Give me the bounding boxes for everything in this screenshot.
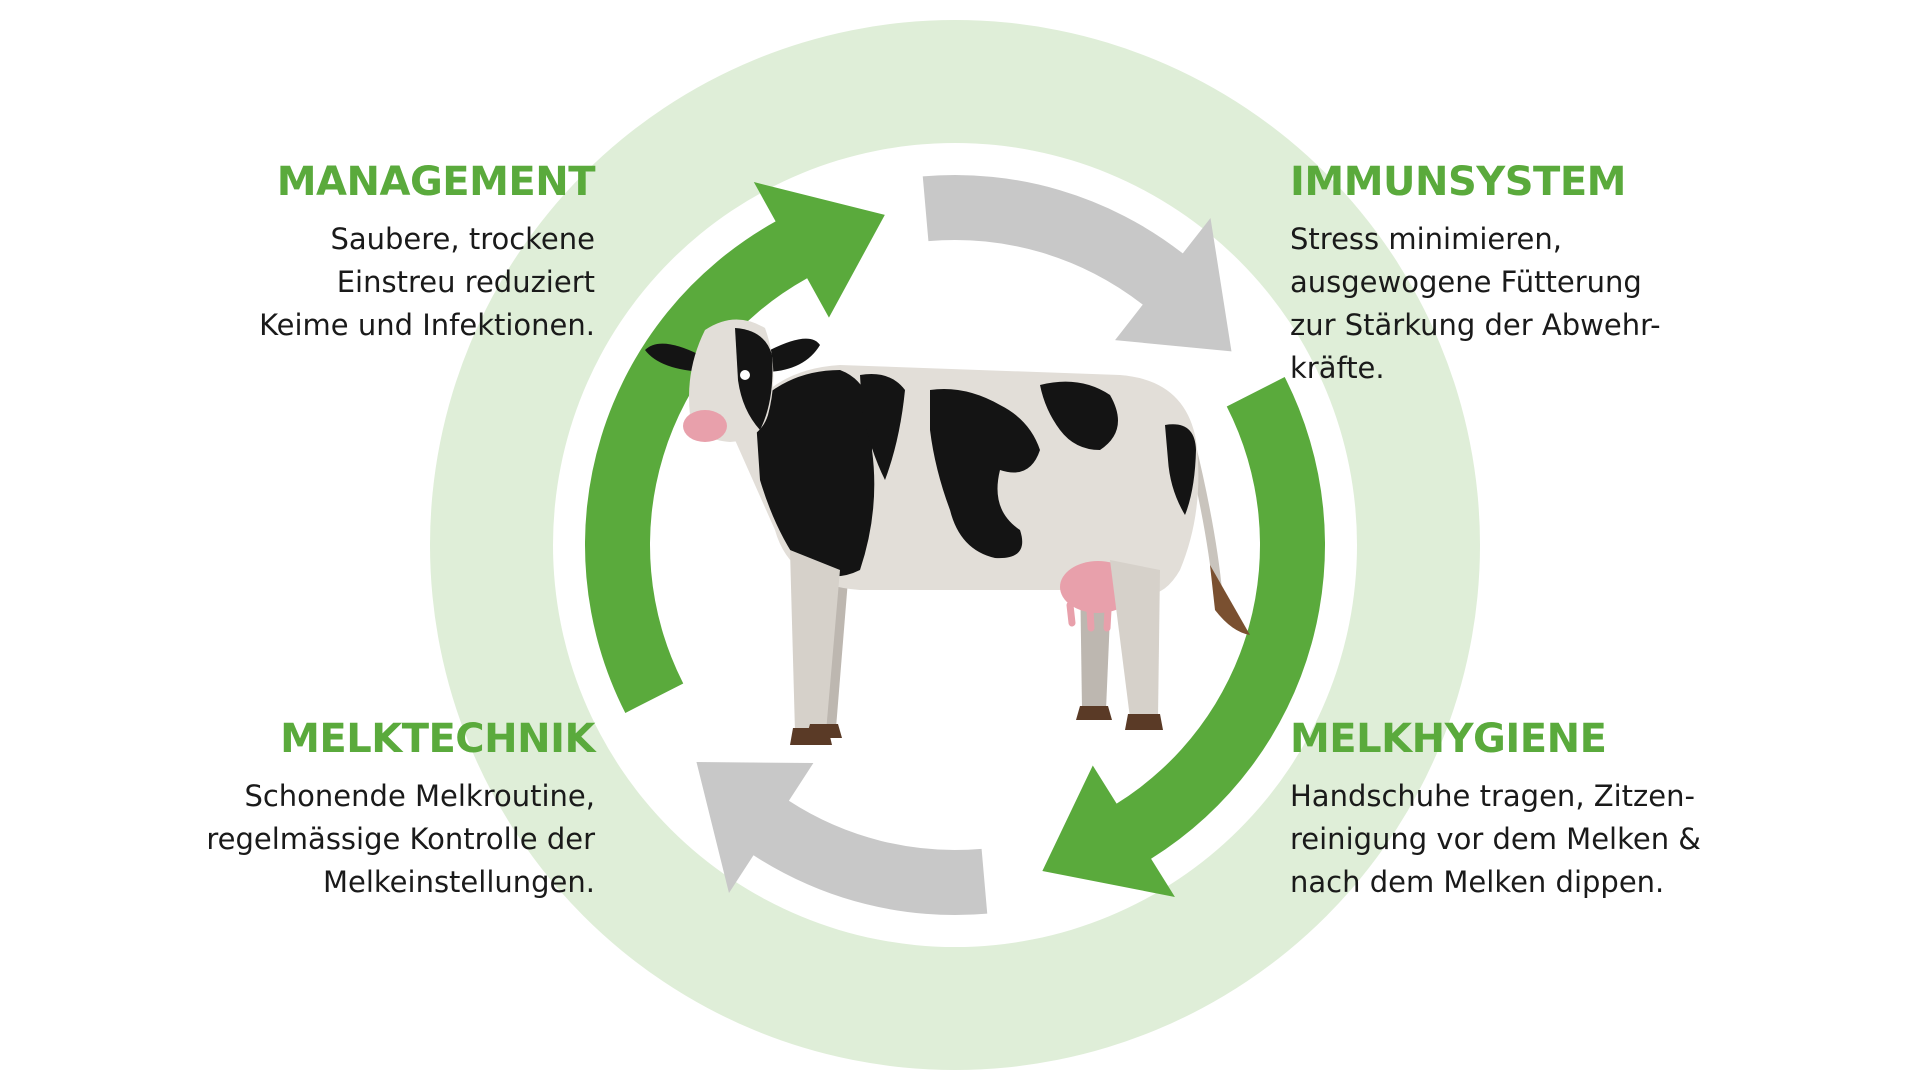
cow-tail-tuft (1210, 565, 1250, 635)
gray-arrow-bottom (922, 174, 1232, 352)
cycle-arrows (584, 174, 1325, 915)
holstein-cow-icon (645, 319, 1250, 745)
cow-eye (740, 370, 750, 380)
melkhygiene-text: Handschuhe tragen, Zitzen- reinigung vor… (1290, 779, 1701, 899)
cow-patch-back (1040, 381, 1118, 450)
cow-leg-front-near (790, 550, 840, 732)
cow-head-patch (735, 328, 773, 430)
cow-patch-mid (930, 389, 1040, 559)
gray-arrow-top (696, 761, 988, 915)
cow-patch-shoulder (755, 370, 875, 577)
management-title: MANAGEMENT (276, 159, 596, 205)
immunsystem-title: IMMUNSYSTEM (1290, 159, 1626, 205)
panel-immunsystem: IMMUNSYSTEM Stress minimieren, ausgewoge… (1290, 160, 1810, 390)
cow-hoof-3 (1076, 706, 1112, 720)
melktechnik-title: MELKTECHNIK (280, 716, 595, 762)
cow-ear-right (768, 338, 820, 372)
cow-teats (1066, 600, 1129, 632)
cow-hoof-2 (806, 724, 842, 738)
cow-hoof-4 (1125, 714, 1163, 730)
panel-management: MANAGEMENT Saubere, trockene Einstreu re… (75, 160, 595, 347)
panel-melktechnik: MELKTECHNIK Schonende Melkroutine, regel… (75, 717, 595, 904)
management-text: Saubere, trockene Einstreu reduziert Kei… (259, 222, 595, 342)
cow-leg-back-near (1110, 560, 1160, 718)
green-arrow-right (584, 182, 885, 713)
green-arrow-left (1042, 377, 1325, 897)
melkhygiene-title: MELKHYGIENE (1290, 716, 1607, 762)
cow-patch-neck (860, 374, 905, 480)
cow-patch-rump (1165, 424, 1196, 515)
melktechnik-text: Schonende Melkroutine, regelmässige Kont… (206, 779, 595, 899)
immunsystem-text: Stress minimieren, ausgewogene Fütterung… (1290, 222, 1661, 385)
cow-ear-left (645, 343, 705, 372)
cow-muzzle (683, 410, 727, 442)
panel-melkhygiene: MELKHYGIENE Handschuhe tragen, Zitzen- r… (1290, 717, 1810, 904)
